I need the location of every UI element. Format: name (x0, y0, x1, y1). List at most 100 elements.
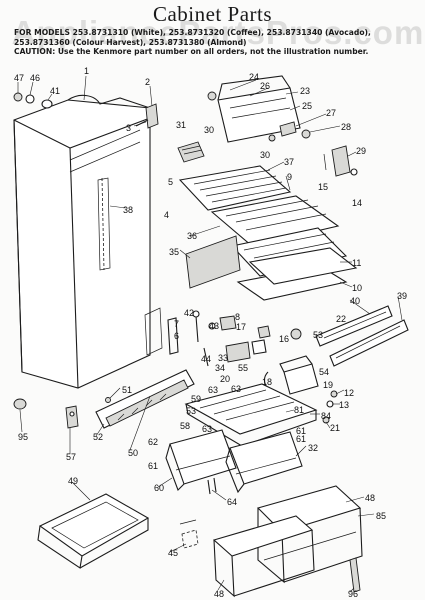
caution-line: CAUTION: Use the Kenmore part number on … (14, 47, 369, 57)
part-number-label: 55 (238, 363, 249, 373)
part-number-label: 21 (330, 423, 341, 433)
part-number-label: 53 (313, 330, 324, 340)
part-number-label: 48 (214, 589, 225, 599)
part-number-label: 1 (84, 66, 90, 76)
part-number-label: 62 (148, 437, 159, 447)
part-number-label: 45 (168, 548, 179, 558)
part-number-label: 32 (308, 443, 319, 453)
part-number-label: 60 (154, 483, 165, 493)
part-number-label: 33 (218, 353, 229, 363)
lower-hinge (13, 398, 79, 429)
leader-lines (19, 75, 403, 593)
cabinet-body (13, 94, 163, 389)
part-number-label: 24 (249, 72, 260, 82)
door-bins (212, 485, 363, 598)
pin-96 (349, 557, 361, 593)
part-number-label: 61 (148, 461, 159, 471)
part-number-label: 10 (352, 283, 363, 293)
part-number-label: 58 (180, 421, 191, 431)
part-number-label: 61 (296, 426, 307, 436)
part-number-label: 42 (184, 308, 195, 318)
part-number-label: 41 (50, 86, 61, 96)
part-number-label: 57 (66, 452, 77, 462)
part-number-label: 26 (260, 81, 271, 91)
part-number-label: 50 (128, 448, 139, 458)
part-number-label: 63 (202, 424, 213, 434)
hinge-assembly (135, 103, 159, 129)
part-number-label: 14 (352, 198, 363, 208)
shelf-rails (315, 305, 409, 367)
diagram-title: Cabinet Parts (152, 2, 273, 26)
control-housing (207, 75, 311, 143)
part-number-label: 54 (319, 367, 330, 377)
part-number-label: 38 (123, 205, 134, 215)
part-number-label: 4 (164, 210, 170, 220)
part-number-label: 35 (169, 247, 180, 257)
model-list: FOR MODELS 253.8731310 (White), 253.8731… (14, 28, 419, 57)
part-number-label: 17 (236, 322, 247, 332)
part-number-label: 64 (227, 497, 238, 507)
screws-right (322, 390, 338, 424)
part-number-label: 2 (145, 77, 151, 87)
part-number-label: 43 (209, 321, 220, 331)
part-number-label: 40 (350, 296, 361, 306)
part-number-label: 81 (294, 405, 305, 415)
part-number-label: 48 (365, 493, 376, 503)
part-number-label: 61 (296, 434, 307, 444)
part-number-label: 51 (122, 385, 133, 395)
part-number-label: 19 (323, 380, 334, 390)
crisper-drawers (165, 429, 303, 495)
part-number-label: 46 (30, 73, 41, 83)
drip-tray (37, 493, 150, 569)
part-number-label: 8 (235, 312, 241, 322)
part-number-label: 27 (326, 108, 337, 118)
part-number-label: 39 (397, 291, 408, 301)
bracket-hardware (167, 310, 302, 355)
part-number-label: 47 (14, 73, 25, 83)
part-number-label: 28 (341, 122, 352, 132)
small-clips (179, 519, 199, 549)
part-number-label: 63 (208, 385, 219, 395)
part-number-label: 18 (262, 377, 273, 387)
part-number-label: 30 (204, 125, 215, 135)
part-number-label: 5 (168, 177, 174, 187)
part-number-label: 63 (231, 384, 242, 394)
part-number-label: 15 (318, 182, 329, 192)
models-line: FOR MODELS 253.8731310 (White), 253.8731… (14, 28, 371, 47)
part-number-label: 25 (302, 101, 313, 111)
part-number-label: 3 (126, 123, 132, 133)
thermostat (323, 145, 358, 177)
part-number-label: 22 (336, 314, 347, 324)
part-number-label: 6 (174, 331, 180, 341)
part-number-label: 53 (186, 406, 197, 416)
crisper-rail (95, 369, 195, 429)
part-number-label: 36 (187, 231, 198, 241)
part-number-label: 20 (220, 374, 231, 384)
part-number-label: 85 (376, 511, 387, 521)
part-number-label: 49 (68, 476, 79, 486)
part-number-label: 52 (93, 432, 104, 442)
part-number-label: 37 (284, 157, 295, 167)
part-number-label: 29 (356, 146, 367, 156)
part-number-label: 9 (287, 172, 293, 182)
top-hardware (13, 81, 53, 109)
part-number-label: 30 (260, 150, 271, 160)
light-switch-assembly (203, 339, 273, 391)
part-number-label: 31 (176, 120, 187, 130)
part-number-label: 11 (352, 258, 362, 268)
shelf-stack (178, 165, 358, 301)
part-number-label: 16 (279, 334, 290, 344)
part-number-label: 34 (215, 363, 226, 373)
part-number-label: 59 (191, 394, 202, 404)
grille (177, 141, 205, 163)
part-number-label: 96 (348, 589, 359, 599)
part-number-label: 44 (201, 354, 212, 364)
part-number-label: 7 (174, 319, 180, 329)
part-number-label: 84 (321, 411, 332, 421)
part-number-label: 23 (300, 86, 311, 96)
control-box (279, 355, 319, 395)
part-number-label: 13 (339, 400, 350, 410)
part-number-label: 95 (18, 432, 29, 442)
